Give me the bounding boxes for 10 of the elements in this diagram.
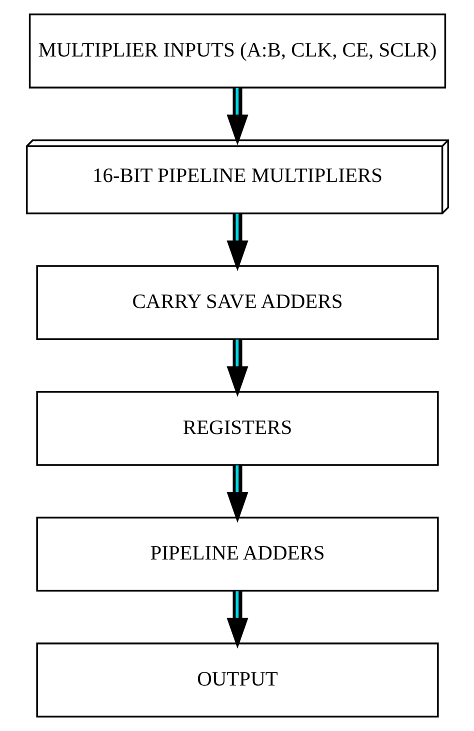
node-box: CARRY SAVE ADDERS — [36, 265, 438, 340]
node-box: PIPELINE ADDERS — [36, 516, 438, 592]
arrow — [226, 340, 248, 398]
node-box: MULTIPLIER INPUTS (A:B, CLK, CE, SCLR) — [28, 14, 446, 88]
arrow — [226, 88, 248, 146]
arrow — [226, 591, 248, 649]
node-box: OUTPUT — [36, 642, 438, 718]
arrow — [226, 214, 248, 272]
node-box: REGISTERS — [36, 390, 438, 466]
arrow — [226, 465, 248, 523]
